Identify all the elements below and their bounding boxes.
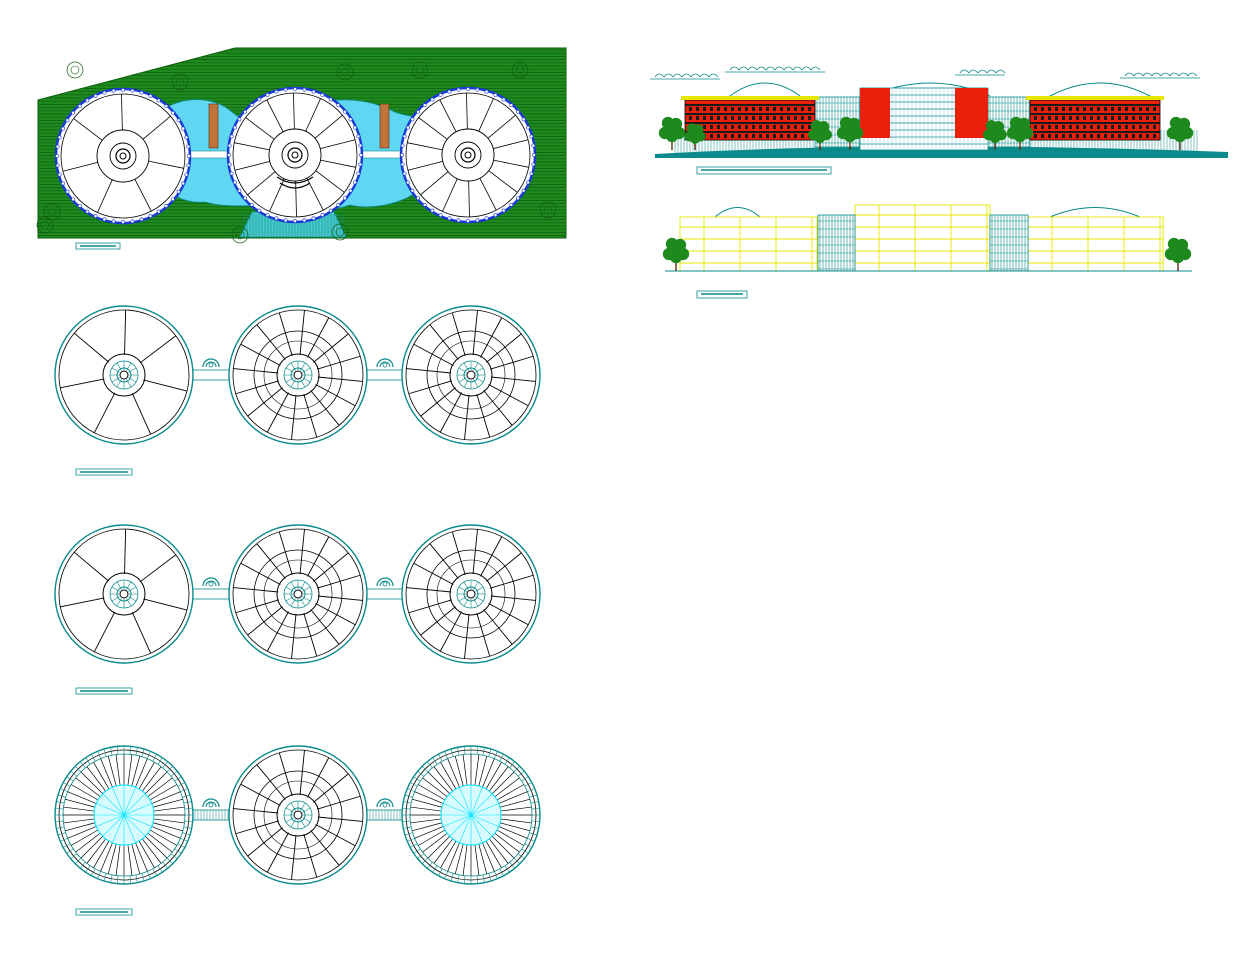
roof-building-center-outline: [228, 745, 368, 885]
rear-wing-left: [679, 216, 818, 272]
elevation-cloud: [650, 73, 720, 80]
roof-plan-title-tag: [75, 908, 133, 916]
typical-floor-connector: [364, 588, 406, 600]
ground-floor-connector: [364, 369, 406, 381]
typical-floor-plan-title-tag: [75, 687, 133, 695]
site-building-center: [226, 86, 364, 224]
typical-floor-kiosk: [376, 577, 394, 587]
front-elevation-title-tag: [696, 166, 832, 175]
roof-connector: [189, 809, 233, 821]
site-building-right: [399, 86, 537, 224]
typical-floor-building-center-outline: [228, 524, 368, 664]
rear-roof-arch: [1049, 207, 1141, 218]
typical-floor-connector: [189, 588, 233, 600]
ground-floor-building-right-outline: [401, 305, 541, 445]
front-wing-right: [1029, 99, 1161, 141]
site-building-left-outline: [54, 87, 192, 225]
site-tree: [411, 61, 429, 79]
front-wing-left: [684, 99, 816, 141]
typical-floor-building-right: [401, 524, 541, 664]
ground-floor-building-left-outline: [54, 305, 194, 445]
elevation-tree: [658, 116, 686, 150]
ground-floor-plan-title-tag: [75, 468, 133, 476]
ground-floor-kiosk: [376, 358, 394, 368]
roof-building-right: [401, 745, 541, 885]
ground-floor-connector: [189, 369, 233, 381]
elevation-cloud: [725, 66, 825, 73]
typical-floor-plan-view: [54, 524, 541, 695]
typical-floor-building-center: [228, 524, 368, 664]
site-plan-title-tag: [75, 242, 121, 250]
rear-connector-left: [817, 214, 856, 272]
rear-elevation-view: [662, 204, 1192, 299]
roof-kiosk: [376, 798, 394, 808]
typical-floor-kiosk: [202, 577, 220, 587]
roof-plan-view: [54, 745, 541, 916]
ground-floor-building-right: [401, 305, 541, 445]
site-tree: [336, 63, 354, 81]
typical-floor-building-left-outline: [54, 524, 194, 664]
elevation-tree: [1164, 237, 1192, 271]
elevation-tree: [983, 120, 1007, 150]
rear-roof-arch: [714, 207, 761, 218]
elevation-tree: [684, 123, 706, 150]
site-building-center-outline: [226, 86, 364, 224]
front-central-brick-right: [955, 88, 988, 138]
site-bridge-right: [379, 103, 390, 149]
ground-floor-building-center: [228, 305, 368, 445]
site-tree: [231, 226, 249, 244]
ground-floor-building-center-outline: [228, 305, 368, 445]
site-building-left: [54, 87, 192, 225]
site-tree: [43, 203, 61, 221]
typical-floor-building-right-outline: [401, 524, 541, 664]
ground-floor-plan-view: [54, 305, 541, 476]
front-roof-arch: [1049, 82, 1151, 97]
roof-building-center: [228, 745, 368, 885]
site-tree: [36, 216, 54, 234]
ground-floor-building-left: [54, 305, 194, 445]
elevation-tree: [662, 237, 690, 271]
site-walkway-left: [189, 150, 233, 159]
site-tree: [539, 201, 557, 219]
site-tree: [171, 73, 189, 91]
rear-central-block: [854, 204, 991, 272]
typical-floor-building-left: [54, 524, 194, 664]
site-trees: [36, 61, 557, 244]
elevation-cloud: [955, 69, 1006, 76]
rear-wing-right: [1027, 216, 1164, 272]
roof-kiosk: [202, 798, 220, 808]
roof-building-left: [54, 745, 194, 885]
site-tree: [331, 223, 349, 241]
elevation-tree: [1166, 116, 1194, 150]
ground-floor-kiosk: [202, 358, 220, 368]
site-plan-view: [36, 47, 567, 250]
elevation-cloud: [1120, 72, 1200, 79]
floor-plans: [54, 305, 541, 916]
site-bridge-left: [208, 103, 219, 149]
front-elevation-view: [650, 66, 1228, 175]
front-roof-arch: [729, 82, 801, 97]
front-central-brick-left: [860, 88, 890, 138]
site-building-right-outline: [399, 86, 537, 224]
elevation-tree: [808, 120, 832, 150]
rear-connector-right: [989, 214, 1029, 272]
elevation-tree: [1006, 116, 1034, 150]
rear-elevation-title-tag: [696, 290, 748, 299]
site-buildings: [54, 86, 537, 225]
site-tree: [66, 61, 84, 79]
elevation-tree: [836, 116, 864, 150]
site-tree: [511, 61, 529, 79]
